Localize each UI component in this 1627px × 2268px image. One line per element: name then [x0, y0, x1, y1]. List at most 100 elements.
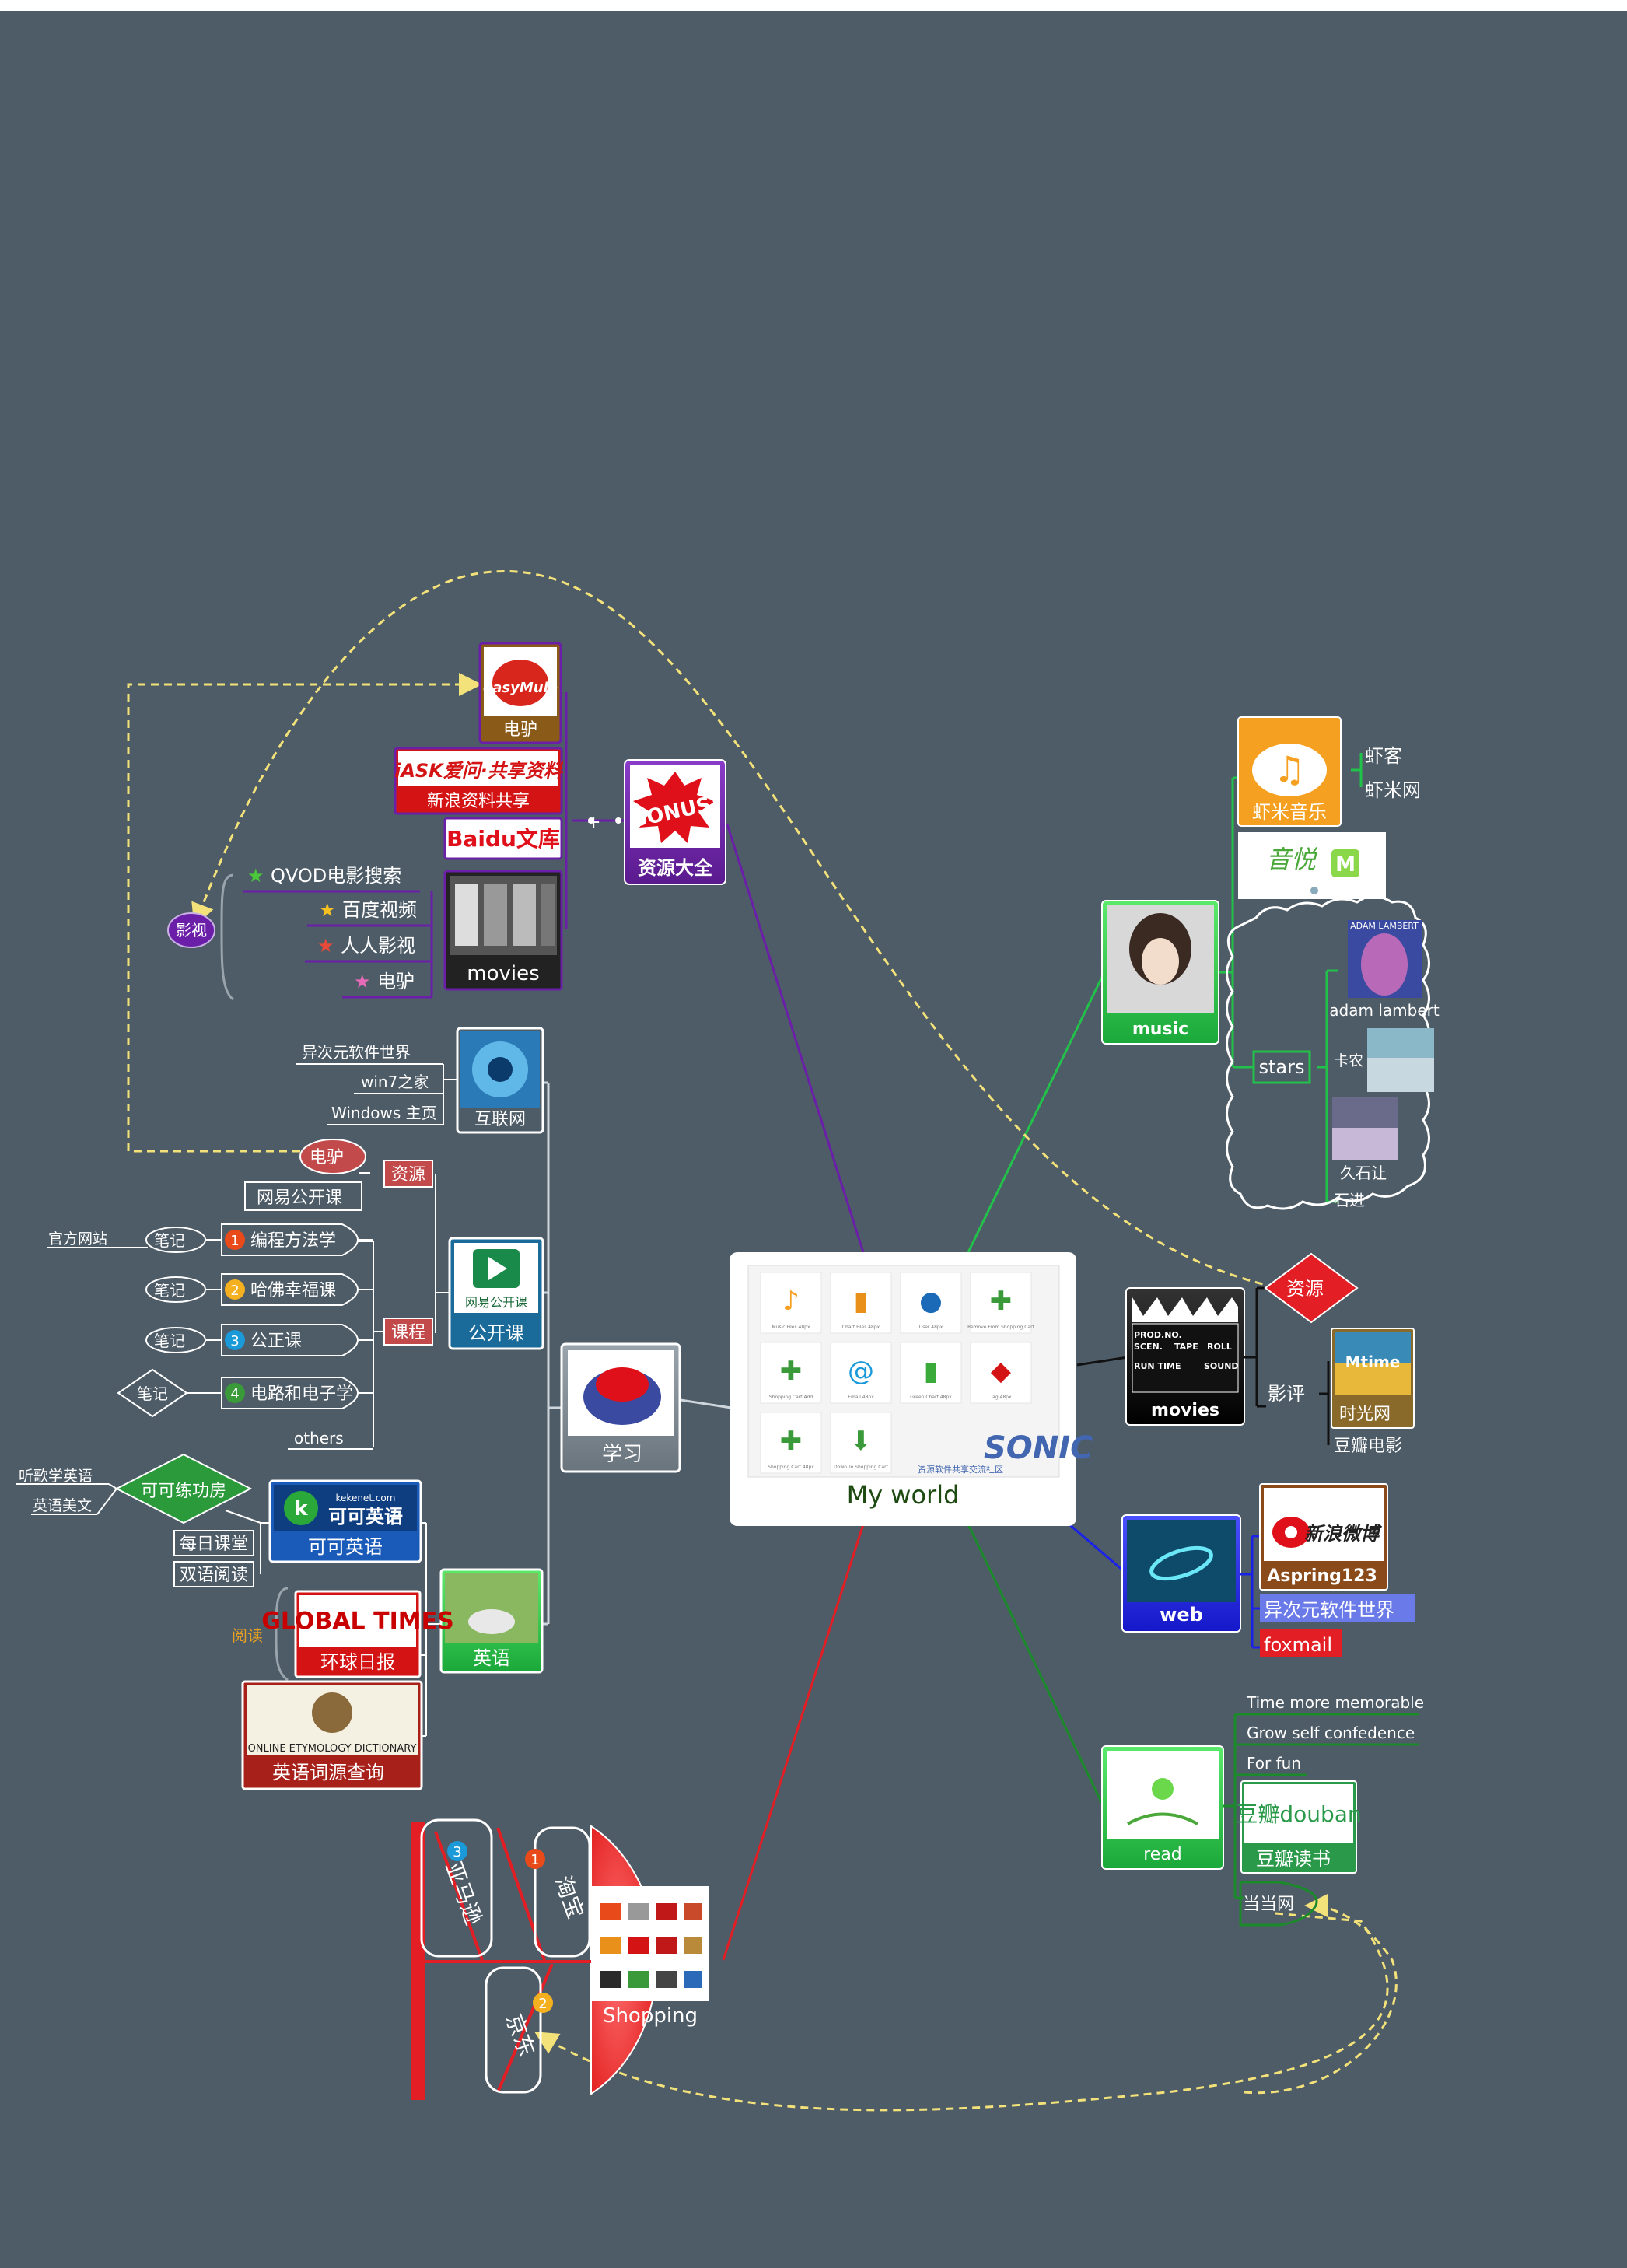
- tile-caption: Email 48px: [848, 1395, 874, 1400]
- bonus-node[interactable]: BONUS! 资源大全: [624, 759, 726, 885]
- baidu-wenku-node[interactable]: Baidu文库: [443, 817, 563, 860]
- practice-item-essays[interactable]: 英语美文: [33, 1497, 92, 1514]
- star-adam[interactable]: ADAM LAMBERT adam lambert: [1329, 920, 1440, 1020]
- course-official-site[interactable]: 官方网站: [48, 1230, 107, 1248]
- iask-label: 新浪资料共享: [427, 792, 530, 811]
- stars-node[interactable]: stars: [1252, 1050, 1311, 1084]
- open-course-node[interactable]: 网易公开课 公开课: [448, 1237, 544, 1350]
- easymule-logo: easyMule: [483, 680, 558, 696]
- read-reason[interactable]: Time more memorable: [1246, 1693, 1424, 1712]
- star-canon[interactable]: 卡农: [1334, 1028, 1434, 1092]
- keke-title: 可可英语: [308, 1536, 383, 1558]
- course-note[interactable]: 笔记: [145, 1276, 206, 1303]
- star-shijin-label[interactable]: 石进: [1334, 1191, 1365, 1209]
- number-badge: [225, 1279, 245, 1300]
- course-num: 4: [230, 1386, 239, 1402]
- yingshi-item[interactable]: ★QVOD电影搜索: [247, 865, 401, 887]
- mtime-node[interactable]: Mtime 时光网: [1331, 1328, 1415, 1429]
- movies-film-node[interactable]: movies: [443, 870, 563, 991]
- keke-item-daily[interactable]: 每日课堂: [173, 1530, 254, 1556]
- shopping-item[interactable]: 1淘宝: [525, 1826, 591, 1958]
- douban-read-title: 豆瓣读书: [1256, 1848, 1331, 1870]
- internet-item[interactable]: win7之家: [361, 1073, 429, 1091]
- tile-caption: Remove From Shopping Cart: [967, 1325, 1034, 1330]
- yinyue-node[interactable]: 音悦 M: [1238, 832, 1386, 899]
- douban-movie-label[interactable]: 豆瓣电影: [1334, 1437, 1402, 1456]
- course-name: 电路和电子学: [250, 1384, 353, 1404]
- tile-caption: Down To Shopping Cart: [834, 1465, 889, 1470]
- etymology-node[interactable]: ONLINE ETYMOLOGY DICTIONARY 英语词源查询: [241, 1680, 423, 1790]
- mtime-label: 时光网: [1339, 1405, 1391, 1424]
- global-times-logo: GLOBAL TIMES: [261, 1608, 453, 1635]
- icon-grid: ♪Music Files 48px▮Chart Files 48px●User …: [760, 1272, 1035, 1474]
- study-node[interactable]: 学习: [560, 1342, 681, 1473]
- review-label[interactable]: 影评: [1268, 1383, 1305, 1405]
- resource-emule-label: 电驴: [310, 1148, 344, 1167]
- read-reason[interactable]: Grow self confedence: [1247, 1724, 1415, 1742]
- resource-163[interactable]: 网易公开课: [244, 1181, 362, 1211]
- web-item-foxmail[interactable]: foxmail: [1260, 1629, 1342, 1657]
- xiami-item-xiake[interactable]: 虾客: [1365, 745, 1402, 767]
- practice-item-songs[interactable]: 听歌学英语: [19, 1468, 93, 1485]
- resource-tag[interactable]: 资源: [383, 1160, 433, 1188]
- central-node[interactable]: ♪Music Files 48px▮Chart Files 48px●User …: [730, 1252, 1093, 1526]
- dangdang-node[interactable]: 当当网: [1239, 1881, 1318, 1927]
- baidu-logo: Baidu文库: [446, 826, 560, 852]
- shopping-node[interactable]: Shopping: [590, 1825, 709, 2095]
- web-node[interactable]: web: [1121, 1514, 1241, 1633]
- cart-remove-icon: ✚Remove From Shopping Cart: [967, 1272, 1035, 1334]
- keke-item-bilingual[interactable]: 双语阅读: [173, 1561, 254, 1587]
- internet-item[interactable]: 异次元软件世界: [302, 1043, 411, 1062]
- weibo-node[interactable]: 新浪微博 Aspring123: [1259, 1483, 1388, 1591]
- web-title: web: [1160, 1604, 1203, 1626]
- english-node[interactable]: 英语: [439, 1568, 544, 1674]
- yingshi-item[interactable]: ★电驴: [354, 971, 415, 992]
- yingshi-item[interactable]: ★人人影视: [317, 935, 415, 957]
- star-hisaishi-label: 久石让: [1340, 1164, 1387, 1182]
- top-bar: [0, 0, 1627, 11]
- cart-down-icon: ⬇Down To Shopping Cart: [830, 1412, 892, 1474]
- course-note[interactable]: 笔记: [145, 1327, 206, 1353]
- etymology-logo: ONLINE ETYMOLOGY DICTIONARY: [248, 1743, 417, 1755]
- read-lines: [1223, 1713, 1419, 1899]
- movie-resource-node[interactable]: 资源: [1264, 1252, 1359, 1324]
- practice-room-node[interactable]: 可可练功房: [114, 1453, 253, 1524]
- weibo-logo: 新浪微博: [1304, 1523, 1382, 1545]
- easymule-node[interactable]: easyMule 电驴: [478, 642, 562, 744]
- course-note[interactable]: 笔记: [117, 1368, 188, 1418]
- course-name: 公正课: [250, 1332, 302, 1351]
- iask-node[interactable]: iASK爱问·共享资料 新浪资料共享: [394, 747, 564, 815]
- web-item-iplaysoft[interactable]: 异次元软件世界: [1260, 1594, 1415, 1622]
- yingshi-item[interactable]: ★百度视频: [319, 899, 417, 921]
- yingshi-node[interactable]: 影视: [167, 912, 215, 948]
- xiami-item-xiami[interactable]: 虾米网: [1365, 779, 1421, 801]
- star-hisaishi[interactable]: 久石让: [1332, 1097, 1398, 1182]
- music-node[interactable]: music: [1101, 900, 1219, 1045]
- douban-read-node[interactable]: 豆瓣douban 豆瓣读书: [1236, 1780, 1362, 1874]
- star-icon: ★: [247, 865, 264, 887]
- keke-node[interactable]: k kekenet.com 可可英语 可可英语: [268, 1479, 422, 1563]
- tile-caption: Tag 48px: [989, 1395, 1012, 1400]
- course-note-label: 笔记: [154, 1332, 185, 1350]
- xiami-node[interactable]: ♫ 虾米音乐: [1237, 716, 1342, 827]
- bonus-title: 资源大全: [638, 857, 713, 879]
- resource-emule[interactable]: 电驴: [299, 1139, 366, 1174]
- english-lines: [420, 1522, 441, 1737]
- read-reason[interactable]: For fun: [1247, 1754, 1301, 1773]
- read-node[interactable]: read: [1101, 1745, 1224, 1870]
- shopping-fishbone: [411, 1822, 591, 2100]
- course-item[interactable]: 4 电路和电子学: [221, 1377, 373, 1409]
- internet-item[interactable]: Windows 主页: [331, 1104, 437, 1122]
- course-note[interactable]: 笔记: [145, 1227, 206, 1253]
- others-item[interactable]: others: [288, 1429, 373, 1450]
- internet-node[interactable]: 互联网: [456, 1027, 544, 1134]
- course-note-label: 笔记: [154, 1281, 185, 1300]
- global-times-node[interactable]: GLOBAL TIMES 环球日报: [261, 1590, 454, 1678]
- course-tag[interactable]: 课程: [383, 1318, 433, 1346]
- shop-num: 3: [453, 1844, 461, 1860]
